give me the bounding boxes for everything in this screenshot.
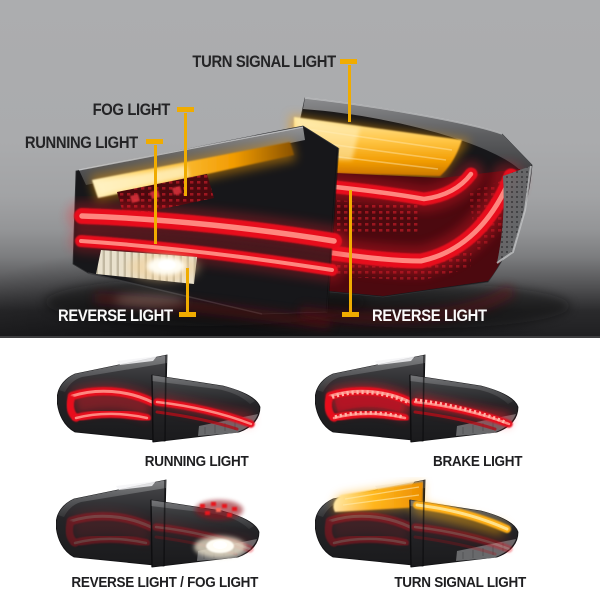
tail-lights-photo-illustration (45, 97, 570, 329)
callout-turn-signal-dash (340, 59, 357, 64)
gallery-label-running-text: RUNNING LIGHT (145, 453, 249, 470)
mini-photo-turn-signal-light (315, 477, 520, 569)
gallery-label-turn-signal-text: TURN SIGNAL LIGHT (394, 574, 526, 591)
callout-reverse-right-text: REVERSE LIGHT (372, 306, 487, 325)
callout-fog-text: FOG LIGHT (92, 100, 171, 119)
callout-running-text: RUNNING LIGHT (25, 133, 138, 152)
gallery-label-brake: BRAKE LIGHT (328, 454, 600, 469)
callout-reverse-right-label: REVERSE LIGHT (372, 307, 504, 324)
mini-photo-brake-light (315, 352, 520, 444)
gallery-panel: RUNNING LIGHT BRAKE LIGHT REVERSE LIGHT … (0, 338, 600, 600)
callout-turn-signal-label: TURN SIGNAL LIGHT (171, 52, 337, 71)
callout-turn-signal-text: TURN SIGNAL LIGHT (192, 52, 337, 71)
gallery-label-running: RUNNING LIGHT (47, 454, 347, 469)
gallery-label-turn-signal: TURN SIGNAL LIGHT (310, 575, 600, 590)
photo-panel: TURN SIGNAL LIGHT FOG LIGHT RUNNING LIGH… (0, 0, 600, 338)
mini-photo-running-light (57, 352, 262, 444)
gallery-label-brake-text: BRAKE LIGHT (433, 453, 523, 470)
callout-reverse-right-line (349, 190, 352, 312)
mini-photo-reverse-fog-light (56, 477, 261, 569)
callout-reverse-left-dash (179, 312, 196, 317)
callout-reverse-left-label: REVERSE LIGHT (58, 307, 190, 324)
gallery-label-reverse-fog: REVERSE LIGHT / FOG LIGHT (15, 575, 315, 590)
callout-turn-signal-line (348, 65, 351, 122)
callout-fog-label: FOG LIGHT (81, 100, 171, 119)
callout-reverse-left-line (186, 268, 189, 312)
callout-reverse-right-dash (342, 312, 359, 317)
callout-running-line (154, 145, 157, 244)
callout-running-label: RUNNING LIGHT (8, 134, 138, 151)
callout-running-dash (146, 139, 163, 144)
callout-reverse-left-text: REVERSE LIGHT (58, 306, 173, 325)
left-lamp (67, 125, 349, 315)
gallery-label-reverse-fog-text: REVERSE LIGHT / FOG LIGHT (71, 574, 259, 591)
callout-fog-dash (177, 107, 194, 112)
callout-fog-line (184, 113, 187, 196)
